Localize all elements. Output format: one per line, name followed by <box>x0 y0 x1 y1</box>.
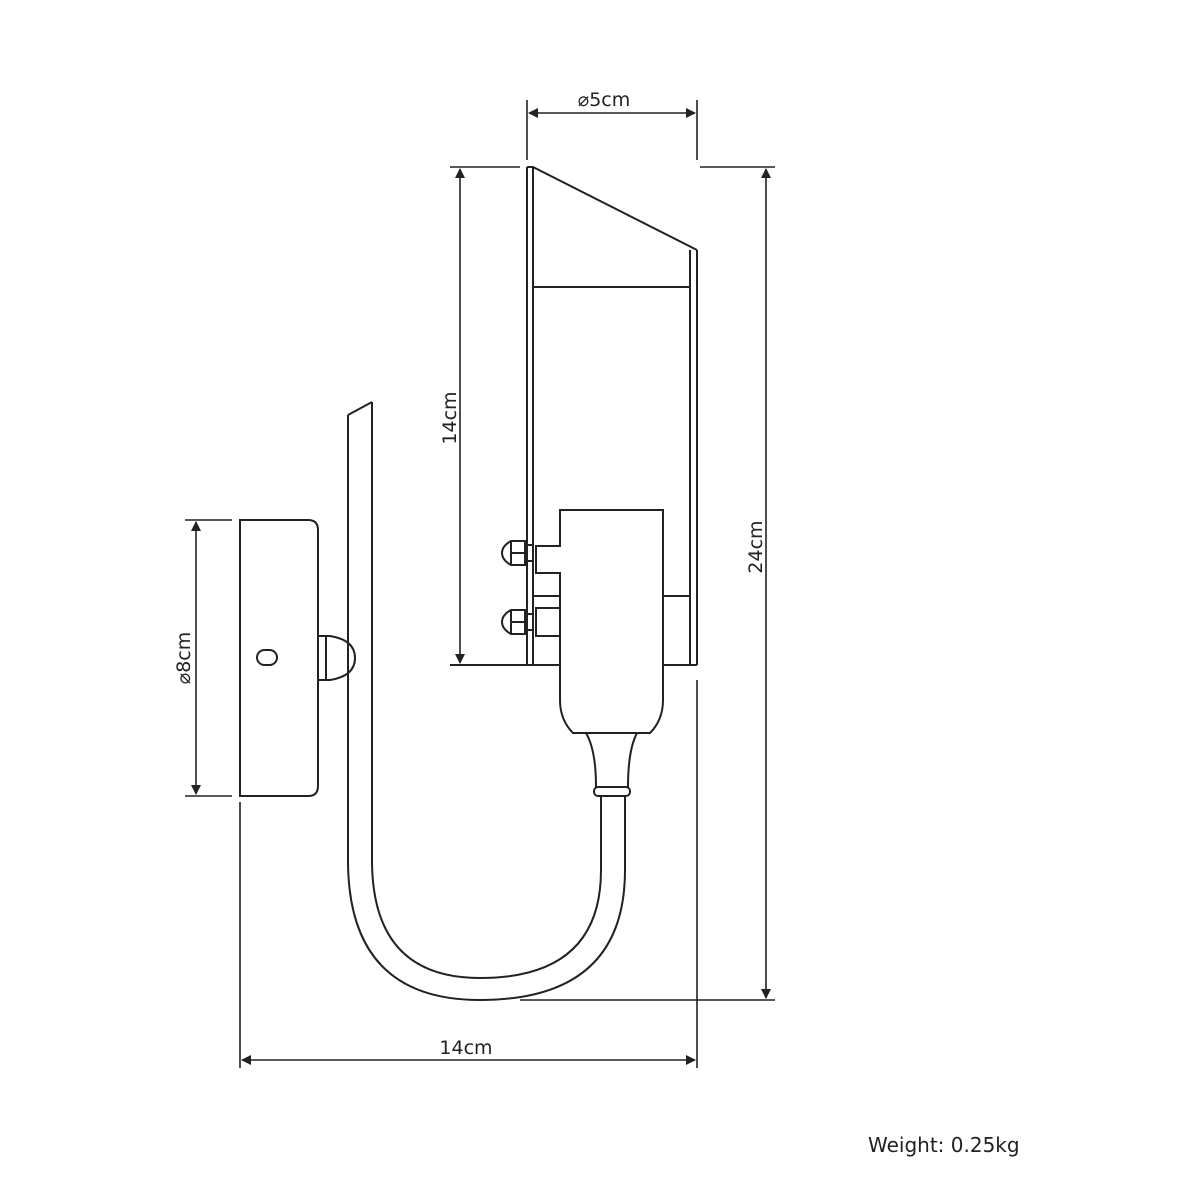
dimension-backplate-diameter: ⌀8cm <box>173 519 232 797</box>
fixing-nut-top <box>500 540 534 566</box>
dimension-projection: 14cm <box>239 680 698 1068</box>
weight-label: Weight: 0.25kg <box>868 1133 1020 1157</box>
backplate-diameter-label: ⌀8cm <box>173 632 195 684</box>
total-height-label: 24cm <box>745 520 767 573</box>
fixing-nut-bottom <box>500 609 534 635</box>
curved-arm <box>347 401 626 1002</box>
dimension-total-height: 24cm <box>520 166 775 1001</box>
backplate <box>239 519 357 797</box>
dimension-shade-height: 14cm <box>439 166 520 664</box>
lamp-socket <box>535 509 664 797</box>
projection-label: 14cm <box>439 1037 492 1059</box>
shade-diameter-label: ⌀5cm <box>578 89 630 111</box>
dimension-shade-diameter: ⌀5cm <box>526 89 698 160</box>
shade-height-label: 14cm <box>439 391 461 444</box>
glass-shade <box>450 166 698 666</box>
